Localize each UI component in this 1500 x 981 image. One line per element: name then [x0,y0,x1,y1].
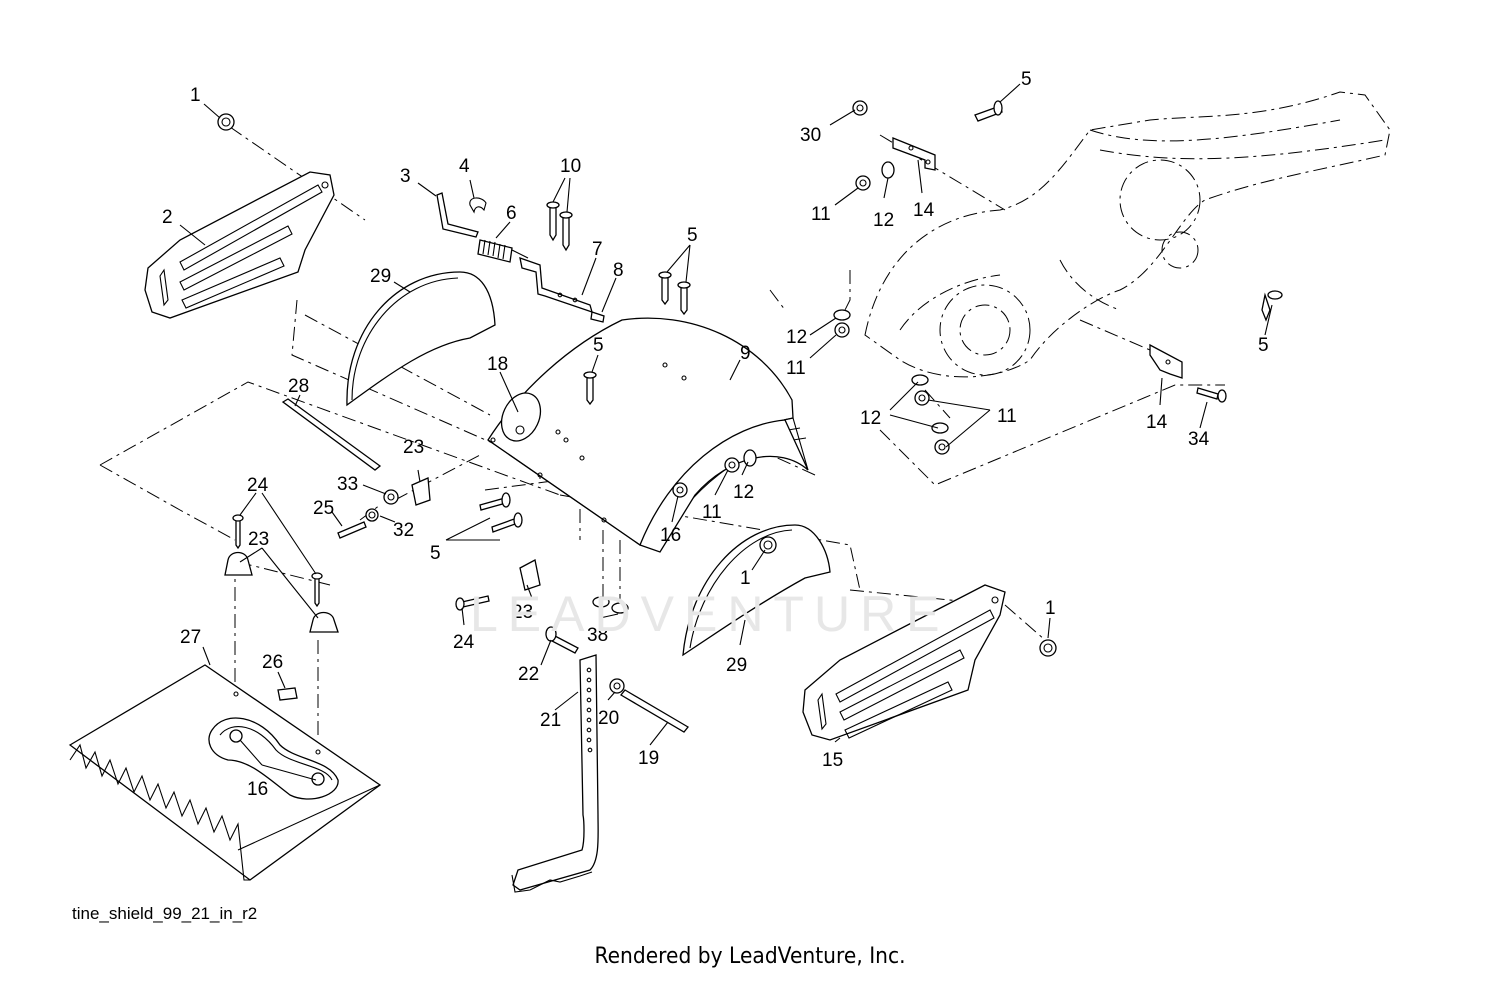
callout-23a: 23 [403,437,424,458]
callout-24b: 24 [453,632,475,653]
stake-holes [586,667,593,753]
callout-24a: 24 [247,475,269,496]
callout-21: 21 [540,710,561,731]
callout-5e: 5 [430,543,441,564]
callout-7: 7 [592,239,603,260]
callout-11b: 11 [786,358,806,379]
callout-30: 30 [800,125,821,146]
callout-11a: 11 [811,204,831,225]
callout-16a: 16 [660,525,681,546]
callout-15: 15 [822,750,843,771]
callout-33: 33 [337,474,358,495]
nuts-washers [217,100,1057,694]
spring [477,239,529,263]
bracket-lower [1149,343,1183,379]
callout-11d: 11 [702,502,722,523]
callout-10: 10 [560,156,581,177]
leader-lines [179,83,1273,781]
callout-5a: 5 [687,225,698,246]
depth-stake [511,654,599,893]
callout-22: 22 [518,664,539,685]
callout-9: 9 [740,343,751,364]
callout-20: 20 [598,708,619,729]
bracket-upper [892,137,936,171]
callout-11c: 11 [997,406,1017,427]
callout-12d: 12 [733,482,754,503]
callout-8: 8 [613,260,624,281]
callout-12b: 12 [786,327,807,348]
callout-38: 38 [587,625,608,646]
hardware [217,100,1283,733]
diagram-filename: tine_shield_99_21_in_r2 [72,904,258,923]
callout-25: 25 [313,498,334,519]
callout-1a: 1 [190,85,201,106]
callout-labels: 1 2 3 4 10 6 7 8 5 29 28 18 9 5 30 5 11 … [162,69,1269,800]
callout-23c: 23 [512,602,533,623]
callout-3: 3 [400,166,411,187]
callout-12a: 12 [873,210,894,231]
callout-12c: 12 [860,408,881,429]
callout-28: 28 [288,376,309,397]
callout-29a: 29 [370,266,391,287]
watermark: LEADVENTURE [470,586,950,642]
tiller-body [864,91,1391,378]
shield-plate-left [346,271,496,407]
rear-flap [68,664,382,881]
callout-14b: 14 [1146,412,1168,433]
callout-16b: 16 [247,779,268,800]
callout-1c: 1 [1045,598,1056,619]
callout-2: 2 [162,207,173,228]
callout-34: 34 [1188,429,1210,450]
callout-6: 6 [506,203,517,224]
callout-5c: 5 [1021,69,1032,90]
callout-26: 26 [262,652,283,673]
callout-32: 32 [393,520,414,541]
side-panel-right [802,584,1006,741]
shield-plate-right [682,524,831,657]
callout-5b: 5 [593,335,604,356]
callout-18: 18 [487,354,508,375]
side-panel-left [144,171,335,319]
callout-5d: 5 [1258,335,1269,356]
main-tine-shield [487,317,809,553]
callout-1b: 1 [740,568,751,589]
callout-29b: 29 [726,655,747,676]
render-credit: Rendered by LeadVenture, Inc. [594,944,906,969]
callout-23b: 23 [248,529,269,550]
callout-19: 19 [638,748,659,769]
callout-27: 27 [180,627,201,648]
callout-4: 4 [459,156,470,177]
callout-14a: 14 [913,200,935,221]
